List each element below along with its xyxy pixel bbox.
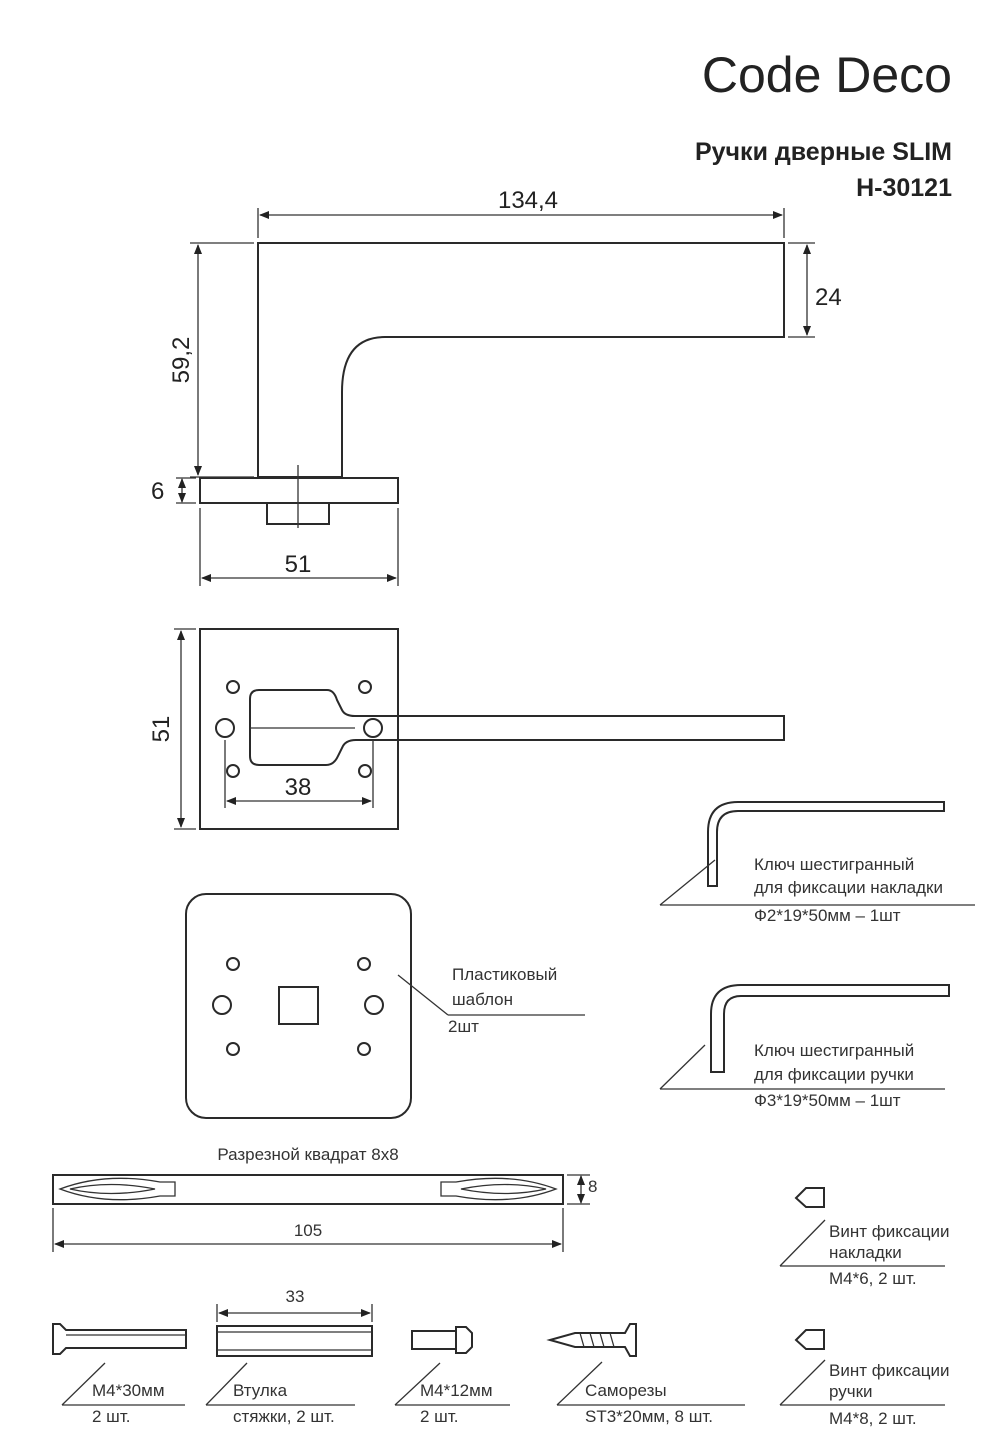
dim-rose-width: 51 [199, 508, 399, 586]
bolt-m4x12: M4*12мм 2 шт. [394, 1326, 510, 1426]
hex-key-handle-line2: для фиксации ручки [754, 1065, 914, 1084]
brand-logo: Code Deco [702, 47, 952, 103]
bolt-m4x30: M4*30мм 2 шт. [52, 1323, 187, 1426]
dim-label-38: 38 [285, 774, 312, 801]
plastic-template: Пластиковый шаблон 2шт [185, 893, 585, 1119]
dim-rose-thickness: 6 [151, 477, 196, 505]
dim-label-105: 105 [294, 1221, 322, 1240]
screw-handle: Винт фиксации ручки M4*8, 2 шт. [779, 1329, 950, 1428]
template-line1: Пластиковый [452, 965, 557, 984]
bolt-12-qty: 2 шт. [420, 1407, 458, 1426]
dim-handle-height: 59,2 [168, 242, 254, 478]
dim-label-51-width: 51 [285, 551, 312, 578]
wood-screw: Саморезы ST3*20мм, 8 шт. [546, 1323, 745, 1426]
dim-label-134: 134,4 [498, 187, 558, 214]
handle-top-view [199, 628, 785, 830]
sleeve: 33 Втулка стяжки, 2 шт. [205, 1287, 373, 1426]
sleeve-line1: Втулка [233, 1381, 288, 1400]
hex-key-rose-spec: Ф2*19*50мм – 1шт [754, 906, 901, 925]
bolt-30-qty: 2 шт. [92, 1407, 130, 1426]
dim-hole-spacing: 38 [224, 740, 374, 808]
hex-key-rose-line2: для фиксации накладки [754, 878, 943, 897]
screw-handle-line2: ручки [829, 1382, 873, 1401]
dim-label-24: 24 [815, 284, 842, 311]
hex-key-handle-line1: Ключ шестигранный [754, 1041, 914, 1060]
dim-lever-thickness: 24 [788, 242, 842, 338]
dim-label-59: 59,2 [168, 337, 195, 384]
dim-label-6: 6 [151, 478, 164, 505]
screw-rose-line1: Винт фиксации [829, 1222, 950, 1241]
screw-rose-spec: M4*6, 2 шт. [829, 1269, 917, 1288]
spindle-label: Разрезной квадрат 8x8 [217, 1145, 398, 1164]
dim-label-8: 8 [588, 1177, 597, 1196]
hex-key-rose: Ключ шестигранный для фиксации накладки … [659, 801, 975, 925]
wood-screws-line2: ST3*20мм, 8 шт. [585, 1407, 713, 1426]
split-spindle: Разрезной квадрат 8x8 8 105 [52, 1145, 597, 1252]
bolt-12-spec: M4*12мм [420, 1381, 493, 1400]
dim-label-33: 33 [286, 1287, 305, 1306]
template-qty: 2шт [448, 1017, 479, 1036]
hex-key-handle-spec: Ф3*19*50мм – 1шт [754, 1091, 901, 1110]
product-code: H-30121 [856, 174, 952, 202]
wood-screws-line1: Саморезы [585, 1381, 667, 1400]
screw-handle-line1: Винт фиксации [829, 1361, 950, 1380]
template-line2: шаблон [452, 990, 513, 1009]
bolt-30-spec: M4*30мм [92, 1381, 165, 1400]
product-title: Ручки дверные SLIM [695, 138, 952, 166]
dim-rose-side: 51 [148, 628, 196, 830]
screw-rose: Винт фиксации накладки M4*6, 2 шт. [779, 1187, 950, 1288]
hex-key-rose-line1: Ключ шестигранный [754, 855, 914, 874]
hex-key-handle: Ключ шестигранный для фиксации ручки Ф3*… [659, 984, 950, 1110]
handle-side-view [199, 242, 785, 528]
screw-handle-spec: M4*8, 2 шт. [829, 1409, 917, 1428]
dim-label-51-side: 51 [148, 716, 175, 743]
dim-handle-length: 134,4 [257, 187, 785, 238]
sleeve-line2: стяжки, 2 шт. [233, 1407, 335, 1426]
screw-rose-line2: накладки [829, 1243, 902, 1262]
